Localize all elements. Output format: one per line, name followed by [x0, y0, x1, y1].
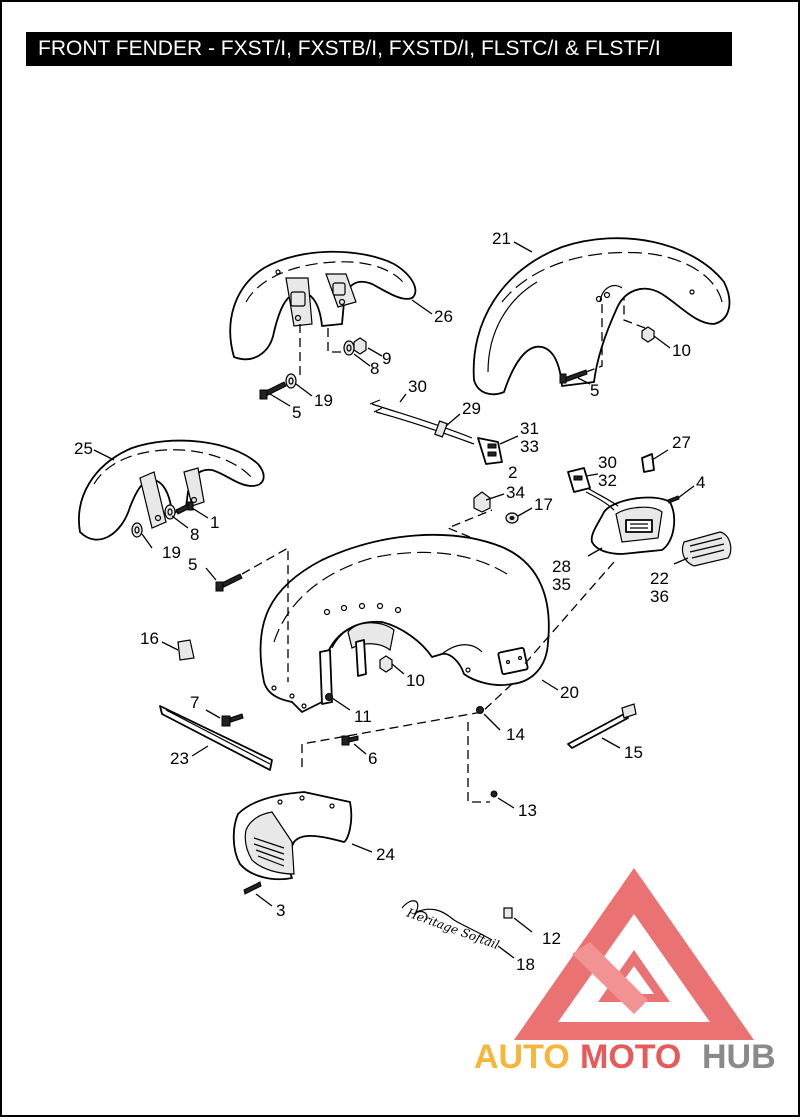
callout-19-upper: 19	[314, 391, 333, 410]
callout-28: 28	[552, 557, 571, 576]
callout-12: 12	[542, 929, 561, 948]
grommet-17	[505, 512, 519, 524]
callout-23: 23	[170, 749, 189, 768]
callout-24: 24	[376, 845, 395, 864]
emblem-script-text: Heritage Softail	[404, 905, 501, 952]
clip-12	[503, 907, 513, 919]
callout-2: 2	[508, 463, 517, 482]
fender-26	[229, 250, 417, 361]
marker-lamp-housing-28	[590, 496, 676, 555]
callout-14: 14	[506, 725, 525, 744]
wiring-harness-29	[369, 399, 503, 465]
callout-30-lower: 30	[598, 453, 617, 472]
callout-36: 36	[650, 587, 669, 606]
callout-22: 22	[650, 569, 669, 588]
screw-5-upper-left	[259, 381, 287, 400]
callout-19-mid: 19	[162, 543, 181, 562]
connector-30-32	[567, 467, 591, 493]
callout-5-upper-right: 5	[590, 381, 599, 400]
callout-32: 32	[598, 471, 617, 490]
fender-25	[78, 439, 265, 541]
nut-10-lower	[379, 655, 393, 673]
lens-22	[681, 531, 732, 567]
callout-29: 29	[462, 399, 481, 418]
nut-34	[473, 491, 491, 513]
bracket-16	[177, 639, 195, 661]
callout-17: 17	[534, 495, 553, 514]
mud-flap-24	[232, 791, 353, 881]
callout-1: 1	[210, 513, 219, 532]
callout-9: 9	[382, 349, 391, 368]
nut-10-upper	[641, 326, 655, 343]
callout-30-upper: 30	[408, 377, 427, 396]
nut-9	[353, 337, 367, 355]
callout-34: 34	[506, 483, 525, 502]
callout-26: 26	[434, 307, 453, 326]
callout-15: 15	[624, 743, 643, 762]
screw-3	[243, 881, 262, 895]
callout-11: 11	[354, 707, 372, 726]
callout-10-upper: 10	[672, 341, 691, 360]
fender-21	[472, 237, 731, 396]
washer-19-upper	[285, 373, 297, 389]
fender-20	[259, 534, 550, 713]
callout-31: 31	[520, 419, 539, 438]
watermark-moto: MOTO	[580, 1038, 681, 1076]
callout-35: 35	[552, 575, 571, 594]
callout-18: 18	[516, 955, 535, 974]
callout-25: 25	[74, 439, 93, 458]
callout-5-upper-left: 5	[292, 403, 301, 422]
callout-13: 13	[518, 801, 537, 820]
callout-21: 21	[492, 229, 511, 248]
callout-8-mid: 8	[190, 525, 199, 544]
bolt-7	[221, 713, 244, 727]
nut-13	[490, 790, 498, 798]
watermark-auto: AUTO	[474, 1038, 570, 1076]
screw-5-upper-right	[559, 369, 588, 384]
diagram-title: FRONT FENDER - FXST/I, FXSTB/I, FXSTD/I,…	[26, 32, 732, 66]
nut-11	[325, 693, 333, 701]
washer-8-mid	[164, 504, 176, 520]
trim-strip-23	[159, 705, 273, 771]
watermark-logo	[514, 868, 754, 1040]
washer-8-upper	[343, 340, 355, 356]
callout-8-upper: 8	[370, 359, 379, 378]
emblem-18: Heritage Softail	[401, 900, 501, 952]
watermark-hub: HUB	[702, 1038, 776, 1076]
callout-16: 16	[140, 629, 159, 648]
watermark-brand-text: AUTO MOTO HUB	[474, 1038, 776, 1076]
nut-14	[476, 706, 484, 714]
callout-6: 6	[368, 749, 377, 768]
callout-5-lower: 5	[188, 555, 197, 574]
callout-7: 7	[190, 693, 199, 712]
screw-1	[175, 501, 194, 515]
bolt-6	[341, 735, 359, 746]
clip-27	[641, 453, 655, 473]
callout-33: 33	[520, 437, 539, 456]
callout-27: 27	[672, 433, 691, 452]
callout-20: 20	[560, 683, 579, 702]
screw-4	[667, 495, 680, 504]
washer-19-mid	[131, 522, 143, 538]
callout-3: 3	[276, 901, 285, 920]
callout-4: 4	[696, 473, 705, 492]
screw-5-lower	[215, 573, 243, 592]
callout-10-lower: 10	[406, 671, 425, 690]
cable-strap-15	[567, 703, 637, 749]
